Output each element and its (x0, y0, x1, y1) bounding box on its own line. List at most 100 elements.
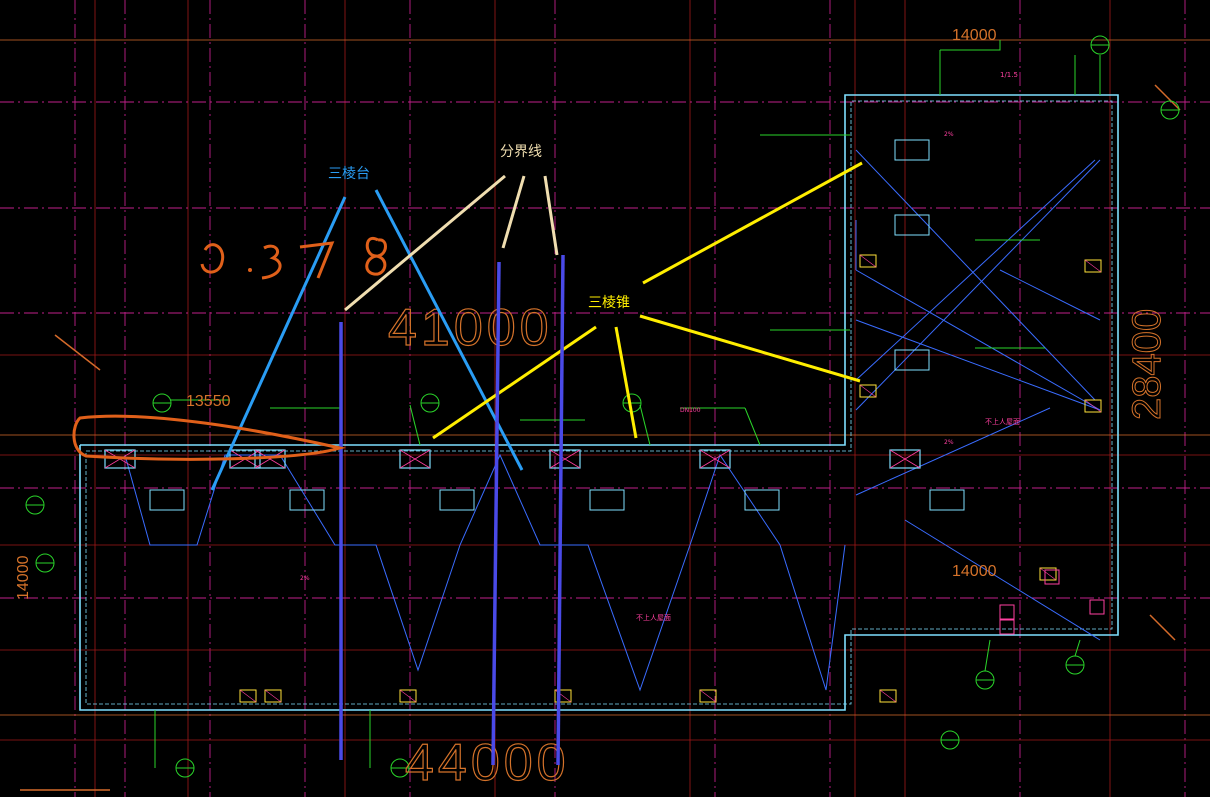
rain-pipe-x-1 (264, 689, 282, 703)
gutter-box-6 (894, 139, 930, 161)
plan-level-note: 不上人屋面 (636, 613, 671, 622)
dim-top-overall: 41000 (388, 299, 553, 357)
dim-right-vertical: 28400 (1125, 309, 1169, 420)
leader-lines (25, 35, 1180, 778)
rain-pipe-10 (859, 254, 877, 268)
drain-box-3 (399, 449, 431, 469)
slope-line-6 (999, 269, 1101, 321)
drain-box-6 (889, 449, 921, 469)
slope-line-4 (855, 407, 1051, 496)
drain-symbols (104, 139, 1105, 703)
drain-x2-6 (889, 449, 921, 469)
pyramid-label: 三棱锥 (588, 295, 630, 311)
frustum-label: 三棱台 (328, 166, 370, 182)
rain-pipe-x-8 (1039, 567, 1057, 581)
navy-line-3 (556, 254, 565, 766)
leader-3 (984, 639, 991, 672)
gutter-box-3 (744, 489, 780, 511)
vent-2 (999, 604, 1015, 620)
boundary-line-1 (344, 174, 506, 312)
drain-5 (699, 449, 731, 469)
dimension-tick-2 (1154, 84, 1181, 111)
pyramid-line-1 (642, 161, 863, 285)
top-tag: 1/1.5 (1000, 71, 1018, 79)
dim-bottom-overall: 44000 (405, 734, 570, 792)
slope-line-right-2 (855, 159, 1096, 381)
drain-x2-5 (699, 449, 731, 469)
rain-pipe-x-7 (1084, 399, 1102, 413)
drain-box-5 (699, 449, 731, 469)
gutter-box-1 (439, 489, 475, 511)
handwritten-7 (299, 241, 335, 279)
pyramid-line-3 (614, 326, 638, 439)
rain-pipe-0 (239, 689, 257, 703)
gutter-box-5 (929, 489, 965, 511)
dim-left-top-segment: 13550 (186, 393, 231, 410)
leader-8 (409, 404, 421, 446)
handwritten-3 (261, 244, 282, 280)
rain-pipe-7 (1084, 399, 1102, 413)
rain-pipe-x-5 (879, 689, 897, 703)
rain-pipe-5 (879, 689, 897, 703)
navy-line-2 (491, 261, 501, 766)
drain-2 (254, 449, 286, 469)
handwritten-0 (200, 243, 225, 274)
gutter-box-0 (289, 489, 325, 511)
slope-zigzag (124, 453, 846, 692)
building-outline (79, 94, 1119, 711)
drawing-notes: 不上人屋面 不上人屋面 1/1.5 DN100 2% 2% 2% (300, 71, 1020, 622)
rain-pipe-3 (554, 689, 572, 703)
leader-12 (744, 407, 761, 446)
slope-line-0 (855, 269, 1101, 411)
gutter-box-7 (894, 214, 930, 236)
slope-tag-3: 2% (944, 439, 954, 446)
rain-pipe-4 (699, 689, 717, 703)
dimension-tick-1 (1149, 614, 1176, 641)
drain-3 (399, 449, 431, 469)
handwritten-dot (248, 268, 252, 272)
rain-pipe-1 (264, 689, 282, 703)
rain-pipe-x-9 (859, 384, 877, 398)
frustum-line-left (210, 196, 347, 491)
dim-left-vertical: 14000 (15, 555, 32, 600)
slope-line-5 (904, 519, 1101, 641)
drain-6 (889, 449, 921, 469)
annotation-labels: 三棱台 分界线 三棱锥 (328, 144, 630, 311)
dim-right-block-top: 14000 (952, 27, 997, 44)
plan-level-note-right: 不上人屋面 (985, 417, 1020, 426)
rain-pipe-x-6 (1084, 259, 1102, 273)
drain-x2-2 (254, 449, 286, 469)
slope-line-3 (855, 159, 1101, 411)
dimension-tick-0 (54, 334, 101, 371)
roof-slope-lines (124, 149, 1101, 692)
vent-1 (1044, 569, 1060, 585)
gutter-box-8 (894, 349, 930, 371)
boundary-line-2 (501, 175, 526, 249)
dim-right-block-lower: 14000 (952, 563, 997, 580)
handwritten-8 (365, 236, 387, 276)
outer-wall (79, 94, 1119, 711)
boundary-line-3 (543, 175, 559, 256)
inner-wall (85, 100, 1113, 705)
slope-tag-1: 2% (300, 575, 310, 582)
rain-pipe-x-10 (859, 254, 877, 268)
rain-pipe-x-4 (699, 689, 717, 703)
rain-pipe-x-2 (399, 689, 417, 703)
gutter-box-4 (149, 489, 185, 511)
vent-3 (999, 619, 1015, 635)
slope-tag-2: 2% (944, 131, 954, 138)
orange-highlight-loop (72, 414, 346, 461)
drain-x2-3 (399, 449, 431, 469)
rain-pipe-6 (1084, 259, 1102, 273)
pyramid-line-2 (432, 325, 597, 440)
drain-x2-4 (549, 449, 581, 469)
leader-2 (1074, 639, 1081, 657)
pyramid-line-4 (639, 314, 861, 383)
markup-overlay (72, 161, 863, 766)
vent-0 (1089, 599, 1105, 615)
drain-box-4 (549, 449, 581, 469)
rain-pipe-2 (399, 689, 417, 703)
drain-tag: DN100 (680, 407, 701, 414)
